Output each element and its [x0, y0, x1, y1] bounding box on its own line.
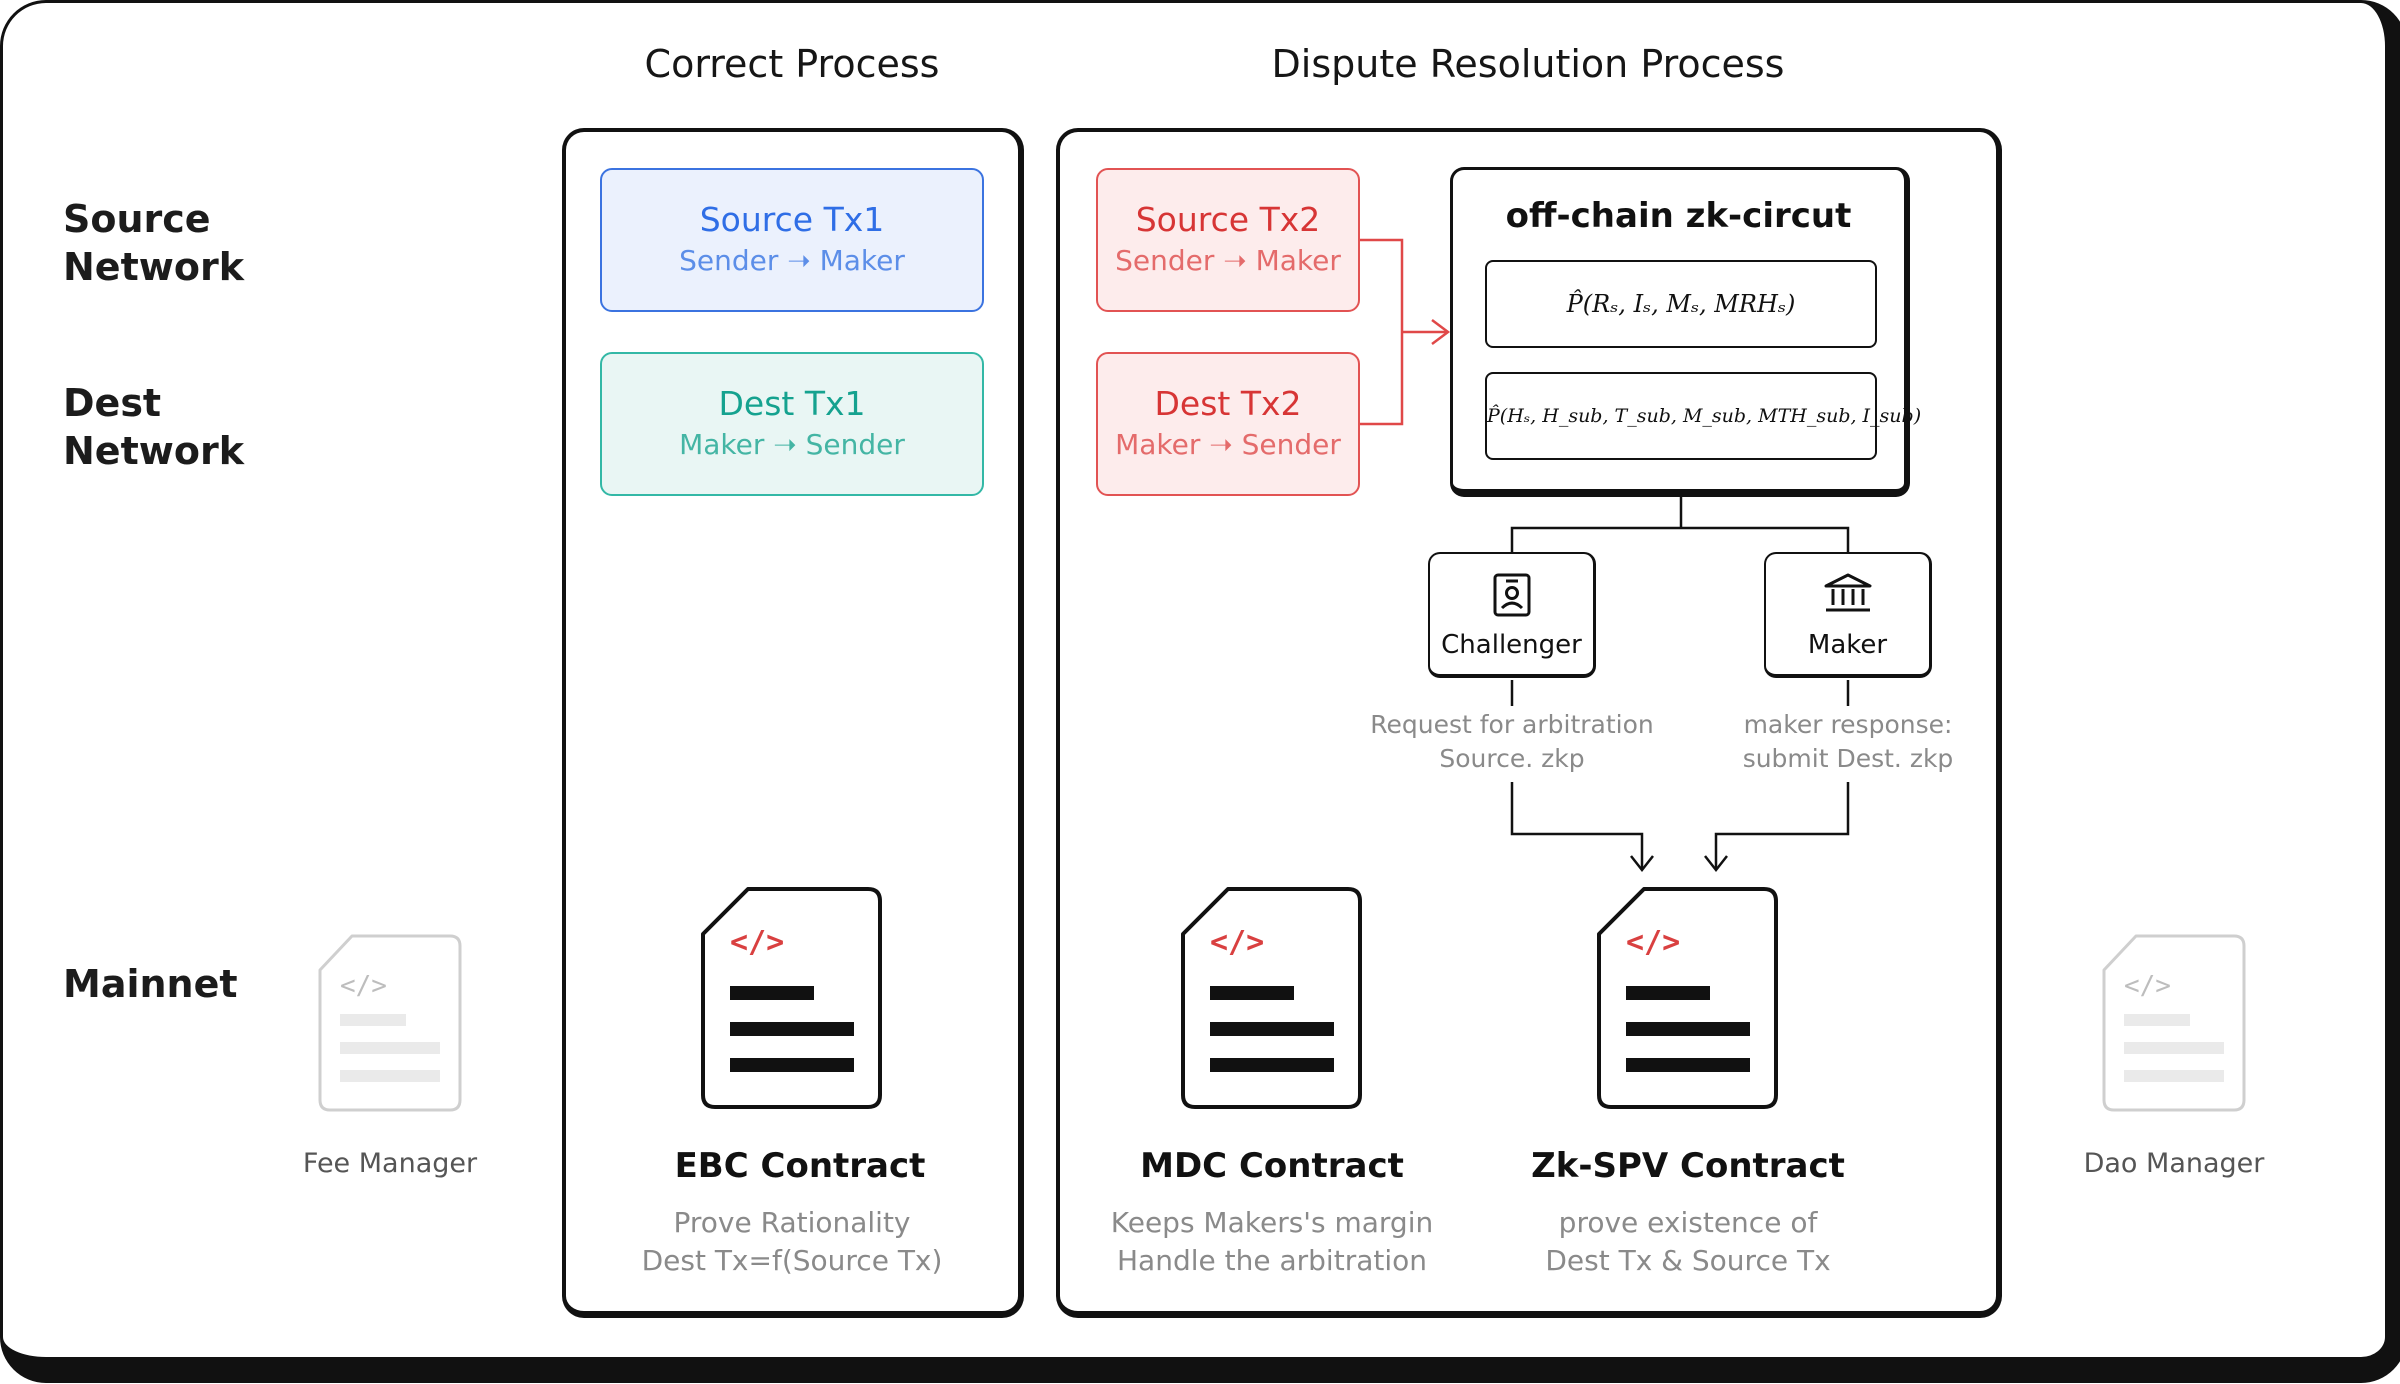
note-line: maker response:: [1743, 710, 1953, 739]
ebc-contract-doc-icon: </>: [700, 886, 884, 1116]
mdc-contract-name: MDC Contract: [1140, 1146, 1404, 1186]
note-line: Source. zkp: [1439, 744, 1585, 773]
row-label-source-network: Source Network: [63, 195, 244, 291]
note-line: Request for arbitration: [1370, 710, 1654, 739]
dest-tx2-box: Dest Tx2 Maker ➝ Sender: [1096, 352, 1360, 496]
desc-line: prove existence of: [1558, 1206, 1818, 1239]
dest-tx1-box: Dest Tx1 Maker ➝ Sender: [600, 352, 984, 496]
fee-manager-label: Fee Manager: [302, 1148, 478, 1179]
zk-circuit-title: off-chain zk-circut: [1505, 196, 1852, 236]
row-label-mainnet: Mainnet: [63, 962, 238, 1006]
source-tx2-direction: Sender ➝ Maker: [1115, 244, 1341, 277]
row-label-line: Source: [63, 197, 211, 241]
zkspv-contract-doc-icon: </>: [1596, 886, 1780, 1116]
row-label-line: Dest: [63, 381, 162, 425]
svg-text:</>: </>: [2124, 971, 2171, 1001]
maker-label: Maker: [1807, 630, 1888, 660]
row-label-line: Network: [63, 429, 244, 473]
dao-manager-label: Dao Manager: [2083, 1148, 2265, 1179]
source-tx1-direction: Sender ➝ Maker: [679, 244, 905, 277]
dest-tx2-title: Dest Tx2: [1154, 384, 1302, 423]
challenger-label: Challenger: [1441, 630, 1582, 660]
svg-text:</>: </>: [340, 971, 387, 1001]
challenger-note: Request for arbitration Source. zkp: [1342, 708, 1682, 776]
desc-line: Prove Rationality: [673, 1206, 911, 1239]
desc-line: Keeps Makers's margin: [1110, 1206, 1434, 1239]
dest-tx2-direction: Maker ➝ Sender: [1115, 428, 1341, 461]
mdc-contract-doc-icon: </>: [1180, 886, 1364, 1116]
challenger-box: Challenger: [1428, 552, 1596, 678]
ebc-contract-name: EBC Contract: [674, 1146, 926, 1186]
desc-line: Dest Tx=f(Source Tx): [641, 1244, 943, 1277]
source-tx2-box: Source Tx2 Sender ➝ Maker: [1096, 168, 1360, 312]
zk-circuit-box: off-chain zk-circut P̂(Rₛ, Iₛ, Mₛ, MRHₛ)…: [1450, 167, 1921, 497]
desc-line: Handle the arbitration: [1117, 1244, 1427, 1277]
row-label-dest-network: Dest Network: [63, 379, 244, 475]
desc-line: Dest Tx & Source Tx: [1545, 1244, 1831, 1277]
correct-process-panel: [562, 128, 1024, 1318]
fee-manager-doc-icon: </>: [318, 934, 462, 1116]
maker-box: Maker: [1764, 552, 1932, 678]
dispute-process-title: Dispute Resolution Process: [1271, 42, 1785, 86]
zk-formula-1: P̂(Rₛ, Iₛ, Mₛ, MRHₛ): [1485, 260, 1877, 348]
source-tx1-box: Source Tx1 Sender ➝ Maker: [600, 168, 984, 312]
dao-manager-doc-icon: </>: [2102, 934, 2246, 1116]
zkspv-contract-name: Zk-SPV Contract: [1531, 1146, 1845, 1186]
svg-text:</>: </>: [1210, 925, 1264, 960]
dest-tx1-direction: Maker ➝ Sender: [679, 428, 905, 461]
mdc-contract-desc: Keeps Makers's margin Handle the arbitra…: [1072, 1204, 1472, 1280]
source-tx2-title: Source Tx2: [1135, 200, 1321, 239]
maker-note: maker response: submit Dest. zkp: [1688, 708, 2008, 776]
note-line: submit Dest. zkp: [1742, 744, 1954, 773]
dest-tx1-title: Dest Tx1: [718, 384, 866, 423]
svg-text:</>: </>: [730, 925, 784, 960]
id-badge-icon: [1492, 572, 1532, 622]
correct-process-title: Correct Process: [644, 42, 940, 86]
ebc-contract-desc: Prove Rationality Dest Tx=f(Source Tx): [582, 1204, 1002, 1280]
source-tx1-title: Source Tx1: [699, 200, 885, 239]
zkspv-contract-desc: prove existence of Dest Tx & Source Tx: [1488, 1204, 1888, 1280]
bank-icon: [1823, 572, 1873, 618]
zk-formula-2: P̂(Hₛ, H_sub, T_sub, M_sub, MTH_sub, I_s…: [1485, 372, 1921, 460]
svg-text:</>: </>: [1626, 925, 1680, 960]
row-label-line: Network: [63, 245, 244, 289]
